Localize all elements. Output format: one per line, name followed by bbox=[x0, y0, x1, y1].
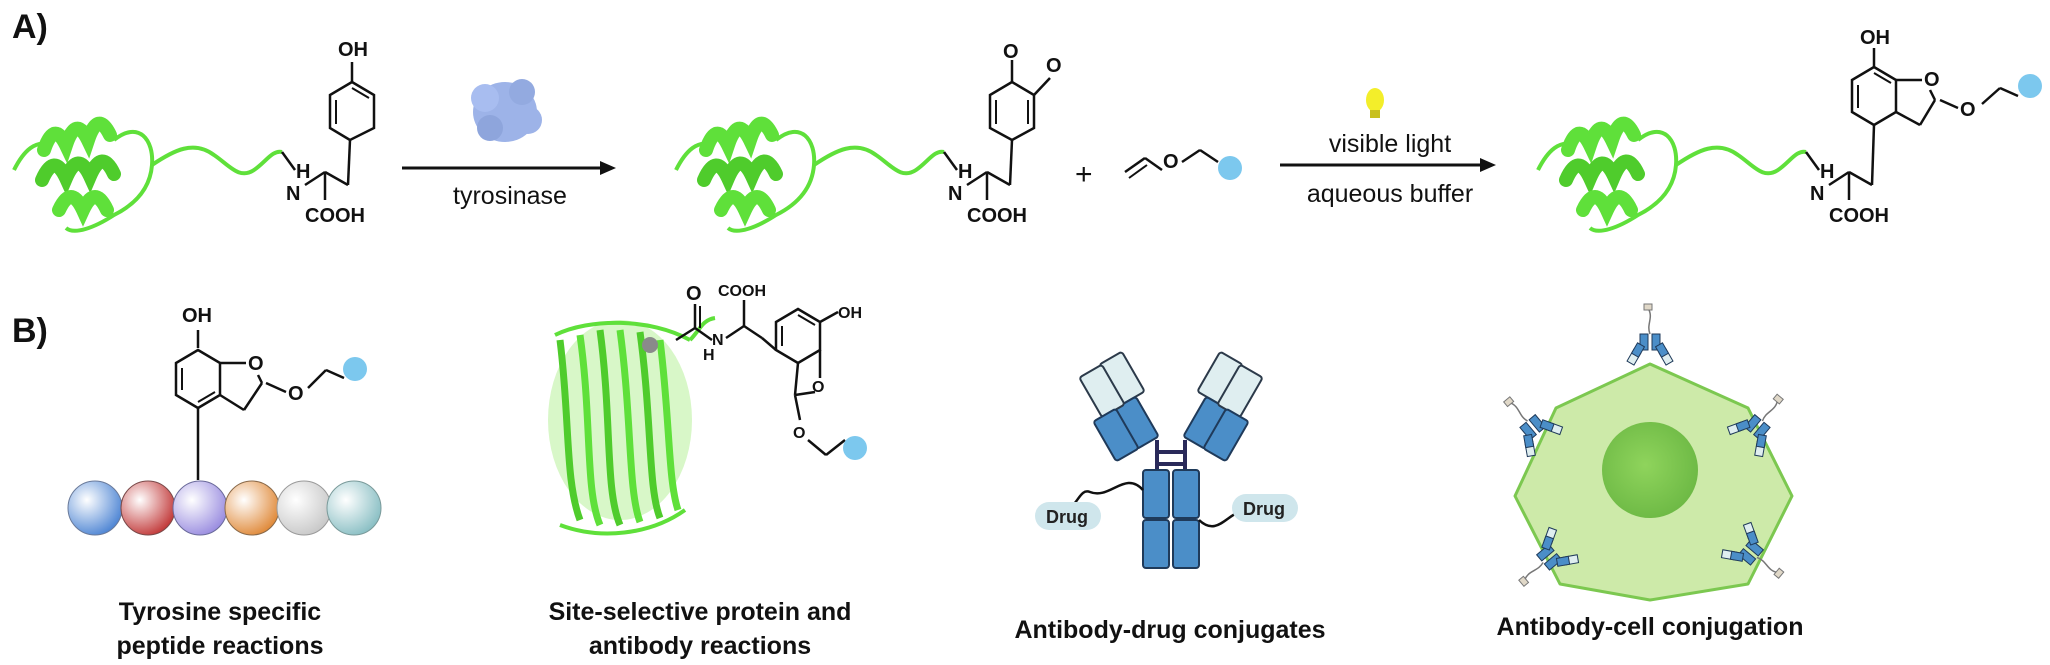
n-label-1: N bbox=[286, 183, 300, 205]
n-label-2: N bbox=[948, 183, 962, 205]
protein-barrel-conjugate: O H N COOH OH O O bbox=[548, 283, 867, 536]
antibody-drug-conjugate: Drug Drug bbox=[1035, 349, 1298, 570]
o-label-2b: O bbox=[1046, 55, 1062, 77]
nh-label-1: H bbox=[296, 161, 310, 183]
protein-quinone: H N COOH O O bbox=[676, 41, 1062, 231]
o-label-vinyl: O bbox=[1163, 151, 1179, 173]
oh-label-b1: OH bbox=[182, 305, 212, 327]
nh-label-2: H bbox=[958, 161, 972, 183]
caption-2-line-2: antibody reactions bbox=[588, 632, 812, 660]
caption-3-line-1: Antibody-drug conjugates bbox=[1014, 616, 1326, 644]
plus-sign: + bbox=[1075, 158, 1093, 191]
bead-6 bbox=[326, 480, 382, 536]
caption-1-line-1: Tyrosine specific bbox=[118, 598, 322, 626]
n-label-3: N bbox=[1810, 183, 1824, 205]
bead-5 bbox=[276, 480, 332, 536]
light-bulb-icon bbox=[1366, 88, 1384, 118]
caption-tyrosine-peptide: Tyrosine specific peptide reactions bbox=[80, 595, 360, 663]
o-label-b1b: O bbox=[288, 383, 304, 405]
nh-label-b2: H bbox=[703, 347, 715, 364]
caption-antibody-drug: Antibody-drug conjugates bbox=[990, 613, 1350, 647]
o-label-b1a: O bbox=[248, 353, 264, 375]
o-label-b2b: O bbox=[812, 379, 824, 396]
n-label-b2: N bbox=[712, 332, 724, 349]
bead-3 bbox=[172, 480, 228, 536]
drug-label-left: Drug bbox=[1046, 507, 1088, 527]
cell-nucleus bbox=[1602, 422, 1698, 518]
cooh-label-b2: COOH bbox=[718, 283, 766, 300]
drug-label-right: Drug bbox=[1243, 499, 1285, 519]
caption-4-line-1: Antibody-cell conjugation bbox=[1496, 613, 1804, 641]
o-label-3b: O bbox=[1960, 99, 1976, 121]
bead-4 bbox=[224, 480, 280, 536]
condition-aqueous-buffer: aqueous buffer bbox=[1306, 180, 1474, 208]
caption-site-selective: Site-selective protein and antibody reac… bbox=[520, 595, 880, 663]
caption-antibody-cell: Antibody-cell conjugation bbox=[1470, 610, 1830, 644]
oh-label-1: OH bbox=[338, 39, 368, 61]
antibody-cell bbox=[1489, 303, 1801, 602]
panel-label-a: A) bbox=[12, 8, 48, 46]
condition-visible-light: visible light bbox=[1328, 130, 1452, 158]
oh-label-b2: OH bbox=[838, 305, 862, 322]
reagent-tyrosinase: tyrosinase bbox=[453, 182, 567, 210]
reaction-scheme-a: H N COOH OH H N bbox=[14, 27, 2042, 231]
o-label-b2c: O bbox=[793, 425, 805, 442]
o-label-2a: O bbox=[1003, 41, 1019, 63]
oh-label-3: OH bbox=[1860, 27, 1890, 49]
tag-circle bbox=[1218, 156, 1242, 180]
cooh-label-2: COOH bbox=[967, 205, 1027, 227]
o-label-b2a: O bbox=[686, 283, 702, 305]
o-label-3a: O bbox=[1924, 69, 1940, 91]
cooh-label-1: COOH bbox=[305, 205, 365, 227]
tyrosinase-enzyme-icon bbox=[471, 79, 542, 142]
peptide-beads: OH O O bbox=[67, 305, 382, 536]
drug-pill-left bbox=[1035, 502, 1101, 530]
nh-label-3: H bbox=[1820, 161, 1834, 183]
panel-label-b: B) bbox=[12, 312, 48, 350]
protein-tyrosine: H N COOH OH bbox=[14, 39, 376, 231]
drug-pill-right bbox=[1232, 494, 1298, 522]
bead-1 bbox=[67, 480, 123, 536]
cooh-label-3: COOH bbox=[1829, 205, 1889, 227]
tag-circle-product bbox=[2018, 74, 2042, 98]
bead-2 bbox=[120, 480, 176, 536]
protein-product: H N COOH OH O O bbox=[1538, 27, 2042, 231]
vinyl-ether-reagent: O bbox=[1124, 148, 1242, 180]
caption-1-line-2: peptide reactions bbox=[116, 632, 324, 660]
caption-2-line-1: Site-selective protein and bbox=[548, 598, 852, 626]
